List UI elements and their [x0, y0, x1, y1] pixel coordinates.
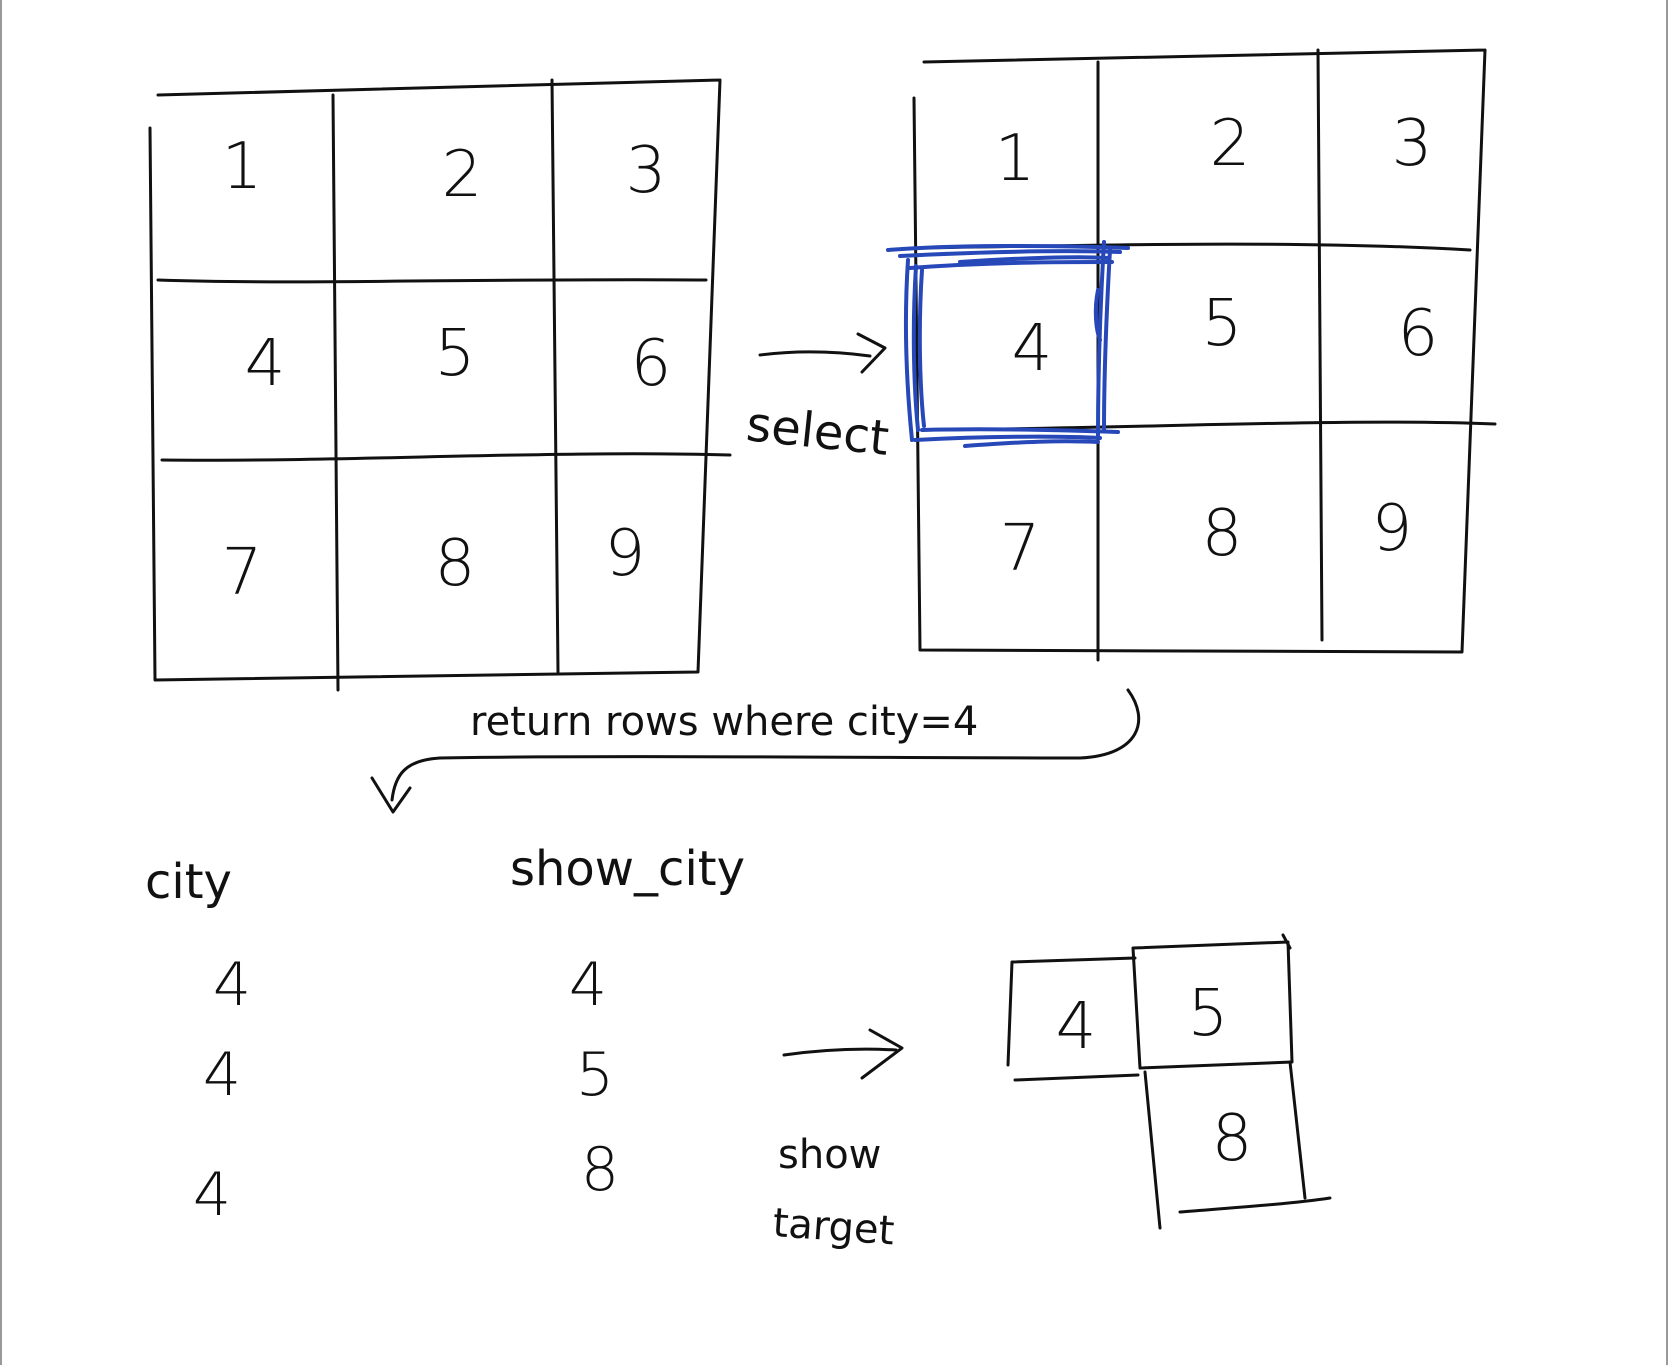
result-table: city show_city 4 4 4 4 5 8: [145, 841, 745, 1230]
grid-left-cell: 8: [435, 527, 476, 601]
grid-left-cell: 9: [605, 517, 646, 591]
arrow-show-label-line1: show: [778, 1132, 881, 1178]
grid-right: 1 2 3 4 5 6 7 8 9: [886, 48, 1497, 662]
grid-right-cell: 5: [1202, 287, 1243, 361]
arrow-show-label-line2: target: [771, 1200, 896, 1254]
result-cell: 8: [1212, 1102, 1253, 1176]
query-text: return rows where city=4: [470, 699, 978, 745]
result-cell-frame: [1006, 956, 1140, 1082]
grid-right-cell: 2: [1210, 107, 1251, 181]
table-cell-city: 4: [193, 1160, 231, 1230]
grid-left-row-line: [160, 452, 732, 462]
grid-right-cell: 9: [1372, 492, 1413, 566]
table-cell-city: 4: [203, 1040, 241, 1110]
grid-right-col-line: [1316, 48, 1324, 642]
table-header-show-city: show_city: [510, 841, 745, 897]
grid-right-frame: [912, 48, 1487, 654]
grid-left-row-line: [156, 278, 708, 284]
grid-left-cell: 1: [222, 130, 263, 204]
result-cell: 4: [1056, 990, 1097, 1064]
grid-left-cell: 7: [222, 536, 263, 610]
result-shape: 4 5 8: [1006, 933, 1332, 1230]
grid-left-cell: 6: [631, 327, 672, 401]
grid-left-cell: 5: [435, 317, 476, 391]
grid-left: 1 2 3 4 5 6 7 8 9: [148, 78, 732, 692]
grid-right-cell: 8: [1202, 497, 1243, 571]
table-cell-show-city: 4: [569, 950, 607, 1020]
result-cell: 5: [1188, 977, 1229, 1051]
grid-left-cell: 4: [245, 327, 286, 401]
selection-highlight: [886, 240, 1130, 448]
result-cell-frame: [1143, 1060, 1332, 1230]
grid-left-col-line: [331, 93, 340, 692]
query-annotation: return rows where city=4: [370, 688, 1141, 814]
arrow-select: select: [744, 332, 892, 467]
grid-right-cell: 3: [1392, 107, 1433, 181]
arrow-show: show target: [771, 1028, 904, 1254]
table-header-city: city: [145, 854, 232, 910]
arrow-select-label: select: [744, 396, 892, 467]
grid-right-cell: 1: [995, 122, 1036, 196]
grid-right-cell: 6: [1398, 297, 1439, 371]
grid-left-cell: 2: [442, 138, 483, 212]
grid-left-cell: 3: [626, 134, 667, 208]
table-cell-show-city: 5: [576, 1040, 614, 1110]
grid-left-col-line: [550, 78, 560, 674]
result-cell-frame: [1131, 940, 1294, 1070]
table-cell-city: 4: [213, 950, 251, 1020]
grid-right-cell selected-cell: 4: [1012, 312, 1053, 386]
grid-left-frame: [148, 78, 722, 682]
table-cell-show-city: 8: [581, 1135, 619, 1205]
grid-right-cell: 7: [1000, 512, 1041, 586]
